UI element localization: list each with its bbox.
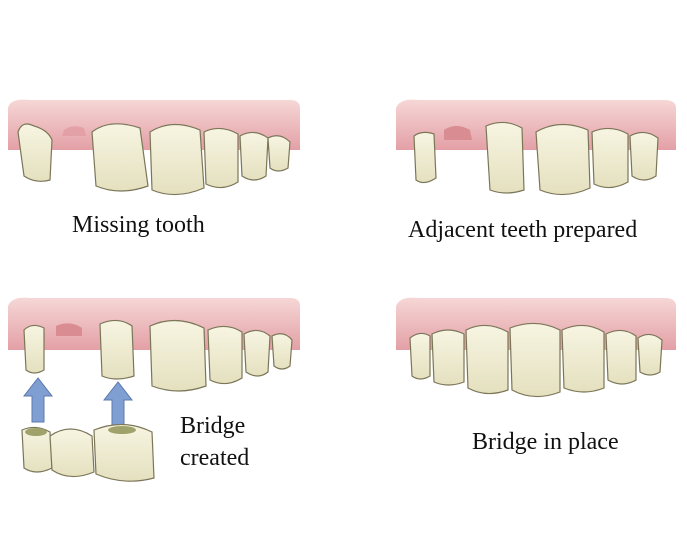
caption-bridge-in-place: Bridge in place	[472, 429, 619, 455]
teeth-prepared-illustration	[396, 99, 676, 196]
bridge-in-place-illustration	[396, 297, 676, 398]
caption-teeth-prepared: Adjacent teeth prepared	[408, 217, 638, 243]
panel-bridge-in-place: Bridge in place	[344, 270, 687, 543]
teeth-missing-illustration	[8, 99, 300, 196]
caption-missing-tooth: Missing tooth	[72, 212, 205, 238]
panel-teeth-prepared: Adjacent teeth prepared	[344, 0, 687, 260]
caption-bridge-created-line2: created	[180, 445, 250, 471]
panel-bridge-created: Bridge created	[0, 270, 340, 543]
arrow-up-icon	[22, 377, 134, 427]
bridge-appliance	[21, 423, 155, 482]
caption-bridge-created-line1: Bridge	[180, 413, 246, 439]
panel-missing-tooth: Missing tooth	[0, 0, 340, 260]
bridge-created-illustration	[8, 297, 300, 482]
